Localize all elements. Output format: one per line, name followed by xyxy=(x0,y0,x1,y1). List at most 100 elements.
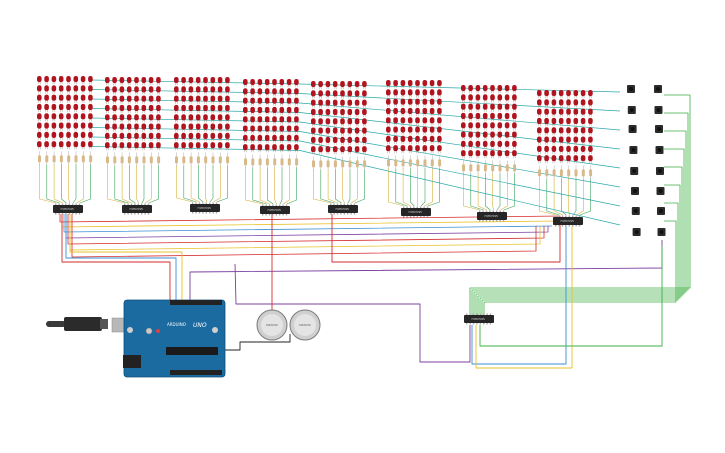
led xyxy=(210,123,216,130)
led xyxy=(504,122,510,129)
led xyxy=(400,98,406,105)
led xyxy=(558,136,564,143)
led xyxy=(181,95,186,102)
led xyxy=(156,114,161,121)
led xyxy=(325,81,331,88)
led xyxy=(415,135,420,142)
resistor xyxy=(149,156,153,164)
led xyxy=(73,103,79,111)
resistor xyxy=(45,155,49,163)
led xyxy=(504,85,510,92)
led xyxy=(415,126,420,133)
led xyxy=(551,145,557,152)
led xyxy=(44,76,49,83)
resistor xyxy=(52,155,56,163)
led xyxy=(257,88,263,95)
led xyxy=(264,106,270,114)
led xyxy=(181,86,186,93)
led xyxy=(203,132,208,139)
led xyxy=(340,81,345,88)
led xyxy=(250,134,255,141)
resistor xyxy=(106,156,109,164)
led xyxy=(80,131,86,138)
led xyxy=(482,85,488,92)
led xyxy=(148,95,154,102)
led xyxy=(437,80,442,87)
led xyxy=(279,144,285,151)
led xyxy=(105,132,110,139)
wire xyxy=(553,178,563,216)
battery-1-label: CR2032 xyxy=(266,323,278,327)
led xyxy=(429,135,435,142)
led-matrix-1 xyxy=(37,76,93,150)
led xyxy=(174,86,179,93)
led xyxy=(393,107,398,115)
led xyxy=(393,98,398,105)
wire xyxy=(420,168,426,207)
led xyxy=(243,125,248,132)
resistor xyxy=(559,169,563,177)
led xyxy=(566,127,571,134)
led xyxy=(174,77,179,84)
led xyxy=(332,99,338,106)
shift-register-6: 74HC595 xyxy=(401,206,431,218)
led xyxy=(400,117,406,124)
led xyxy=(332,127,338,134)
led xyxy=(88,122,93,129)
led xyxy=(497,140,503,147)
resistor xyxy=(387,159,390,167)
resistor xyxy=(135,156,139,164)
led xyxy=(134,86,139,93)
usb-cable xyxy=(46,317,137,333)
led xyxy=(243,79,248,86)
wire xyxy=(279,167,283,205)
chip-label: 74HC595 xyxy=(129,207,143,211)
led xyxy=(217,104,223,112)
wire xyxy=(320,169,335,204)
led xyxy=(497,112,503,120)
wire xyxy=(72,164,77,204)
led xyxy=(112,86,117,93)
resistor-rows xyxy=(38,151,593,180)
led xyxy=(44,113,49,120)
led xyxy=(44,131,49,138)
led xyxy=(566,90,571,97)
wire xyxy=(475,226,573,369)
led xyxy=(362,99,367,106)
led xyxy=(407,135,413,142)
wire xyxy=(471,112,689,315)
resistor xyxy=(438,159,442,167)
led xyxy=(429,89,435,96)
led xyxy=(188,86,194,93)
led xyxy=(73,85,79,92)
led xyxy=(174,132,179,139)
led xyxy=(105,77,110,84)
led xyxy=(354,81,360,88)
led xyxy=(558,117,564,125)
wire xyxy=(183,165,197,203)
wire xyxy=(342,169,345,204)
led xyxy=(475,140,481,147)
led xyxy=(272,134,277,141)
resistor xyxy=(182,156,186,164)
arduino-model-text: UNO xyxy=(193,322,207,329)
led xyxy=(134,95,139,102)
wire xyxy=(473,130,687,315)
led xyxy=(325,118,331,125)
led xyxy=(490,131,495,138)
led xyxy=(141,142,147,149)
led xyxy=(181,77,186,84)
led xyxy=(44,103,49,111)
resistor xyxy=(89,155,93,163)
led xyxy=(580,155,586,162)
arduino-uno-board: ARDUINO UNO xyxy=(123,299,226,378)
arduino-logo-text: ARDUINO xyxy=(167,322,186,327)
led xyxy=(257,106,263,114)
led xyxy=(400,89,406,96)
led xyxy=(105,95,110,102)
led xyxy=(497,131,503,138)
led xyxy=(340,99,345,106)
led xyxy=(393,135,398,142)
led xyxy=(566,117,571,125)
led xyxy=(580,145,586,152)
